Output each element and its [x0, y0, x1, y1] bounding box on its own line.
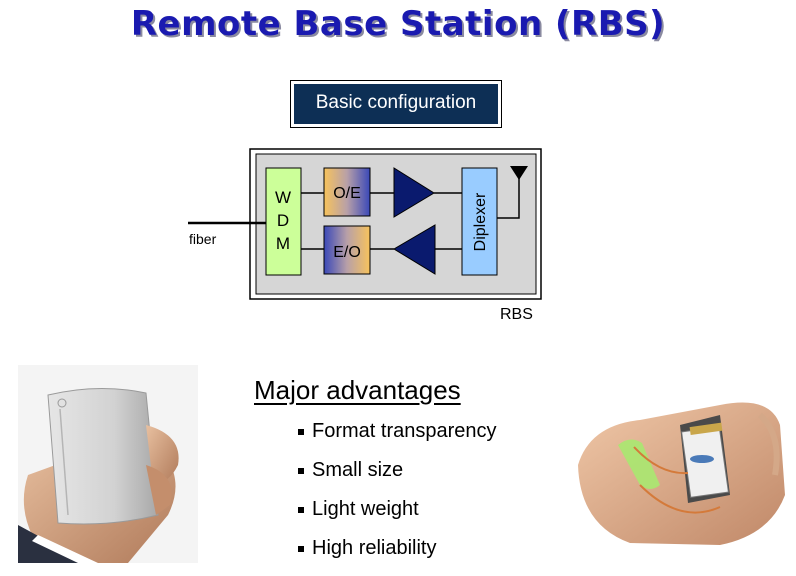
bullet-icon: [298, 429, 304, 435]
antenna-feed: [497, 176, 520, 219]
oe-block: [323, 167, 371, 217]
rbs-unit-photo: [18, 365, 198, 563]
fiber-label: fiber: [189, 231, 217, 247]
config-label-box: Basic configuration: [290, 80, 502, 128]
advantage-item: Format transparency: [298, 420, 497, 459]
tx-amplifier-icon: [393, 167, 435, 218]
bullet-icon: [298, 507, 304, 513]
antenna-icon: [510, 166, 528, 180]
bullet-icon: [298, 468, 304, 474]
wdm-letter-w: W: [275, 188, 291, 207]
wdm-block: [265, 167, 302, 276]
advantage-item: Light weight: [298, 498, 497, 537]
advantages-heading: Major advantages: [254, 375, 461, 405]
eo-block: [323, 225, 371, 275]
wdm-letter-m: M: [276, 234, 290, 253]
diplexer-block: [461, 167, 498, 276]
oe-label: O/E: [333, 185, 361, 202]
rbs-module-photo: [570, 385, 788, 550]
eo-label: E/O: [333, 244, 361, 261]
slide-title: Remote Base Station (RBS): [130, 4, 666, 44]
wdm-letter-d: D: [277, 211, 289, 230]
advantages-list: Format transparency Small size Light wei…: [298, 420, 497, 576]
advantage-item: Small size: [298, 459, 497, 498]
bullet-icon: [298, 546, 304, 552]
config-label: Basic configuration: [294, 84, 498, 124]
rbs-label: RBS: [500, 306, 533, 323]
diplexer-label: Diplexer: [472, 192, 489, 251]
advantage-item: High reliability: [298, 537, 497, 576]
rbs-diagram: fiber W D M O/E E/O Diplexer RBS: [188, 148, 542, 323]
